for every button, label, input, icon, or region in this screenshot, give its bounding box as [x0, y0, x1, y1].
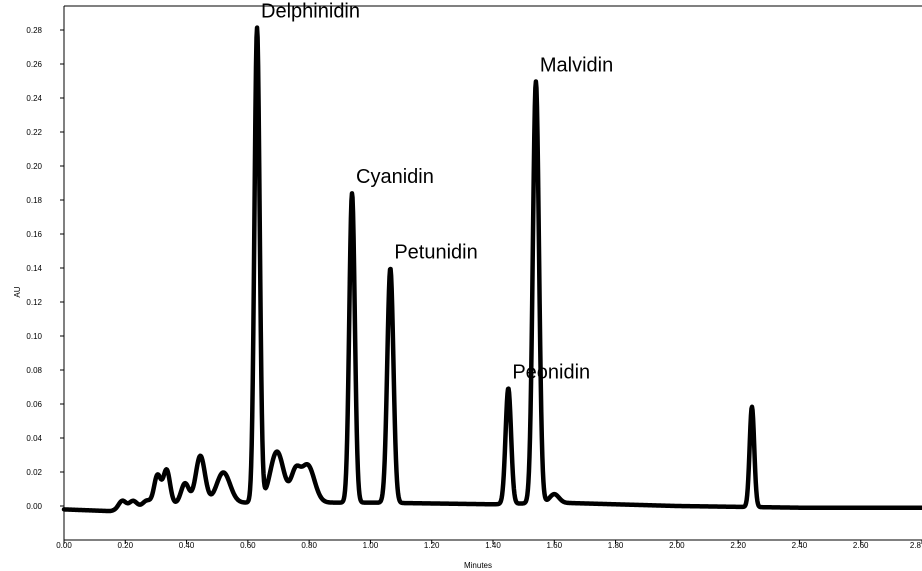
- x-tick-label: 1.60: [546, 541, 562, 550]
- x-tick-label: 0.00: [56, 541, 72, 550]
- y-tick-label: 0.26: [26, 60, 42, 69]
- peak-marker: [307, 463, 309, 466]
- peak-marker: [166, 468, 168, 471]
- peak-marker: [351, 192, 353, 194]
- x-tick-label: 1.00: [363, 541, 379, 550]
- x-tick-label: 2.40: [792, 541, 808, 550]
- y-tick-label: 0.14: [26, 264, 42, 273]
- y-tick-label: 0.10: [26, 332, 42, 341]
- peak-marker: [294, 466, 296, 468]
- y-tick-label: 0.24: [26, 94, 42, 103]
- peak-label: Petunidin: [394, 241, 477, 263]
- plot-frame: [63, 5, 922, 541]
- y-tick-label: 0.20: [26, 162, 42, 171]
- peak-marker: [121, 500, 123, 502]
- x-tick-label: 0.40: [179, 541, 195, 550]
- x-tick-label: 2.20: [730, 541, 746, 550]
- x-tick-label: 0.20: [117, 541, 133, 550]
- y-tick-label: 0.08: [26, 366, 42, 375]
- peak-marker: [751, 406, 753, 408]
- y-axis-title: AU: [13, 286, 22, 297]
- y-tick-label: 0.16: [26, 230, 42, 239]
- y-tick-label: 0.02: [26, 468, 42, 477]
- peak-marker: [507, 387, 509, 389]
- peak-marker: [389, 267, 391, 269]
- y-tick-label: 0.22: [26, 128, 42, 137]
- peak-marker: [132, 500, 134, 502]
- y-tick-label: 0.18: [26, 196, 42, 205]
- x-tick-label: 1.20: [424, 541, 440, 550]
- x-axis: 0.00 0.20 0.40 0.60 0.80 1.00 1.20 1.40 1.60 1.80…: [56, 540, 922, 550]
- x-tick-label: 2.8: [910, 541, 922, 550]
- chromatogram-trace-group: [61, 25, 922, 514]
- x-tick-label: 1.80: [608, 541, 624, 550]
- peak-label: Malvidin: [540, 55, 613, 77]
- x-tick-label: 1.40: [485, 541, 501, 550]
- peak-label: Peonidin: [512, 361, 590, 383]
- peak-marker: [553, 493, 555, 495]
- peak-marker: [146, 499, 148, 501]
- y-tick-label: 0.28: [26, 26, 42, 35]
- y-axis: 0.00 0.02 0.04 0.06 0.08 0.10 0.12 0.14 0.16 0.18…: [26, 26, 64, 511]
- x-tick-label: 0.60: [240, 541, 256, 550]
- peak-marker: [256, 27, 258, 29]
- peak-marker: [276, 450, 278, 453]
- x-tick-label: 2.00: [669, 541, 685, 550]
- x-tick-label: 2.60: [853, 541, 869, 550]
- peak-marker: [222, 471, 224, 474]
- peak-marker: [184, 482, 186, 484]
- peak-label: Cyanidin: [356, 166, 434, 188]
- peak-marker: [156, 473, 159, 476]
- x-tick-label: 0.80: [301, 541, 317, 550]
- y-tick-label: 0.04: [26, 434, 42, 443]
- chromatogram-trace: [61, 25, 922, 514]
- peak-marker: [199, 455, 201, 457]
- y-tick-label: 0.06: [26, 400, 42, 409]
- y-tick-label: 0.00: [26, 502, 42, 511]
- y-tick-label: 0.12: [26, 298, 42, 307]
- x-axis-title: Minutes: [464, 561, 492, 570]
- peak-label: Delphinidin: [261, 1, 360, 23]
- peak-marker: [535, 80, 537, 83]
